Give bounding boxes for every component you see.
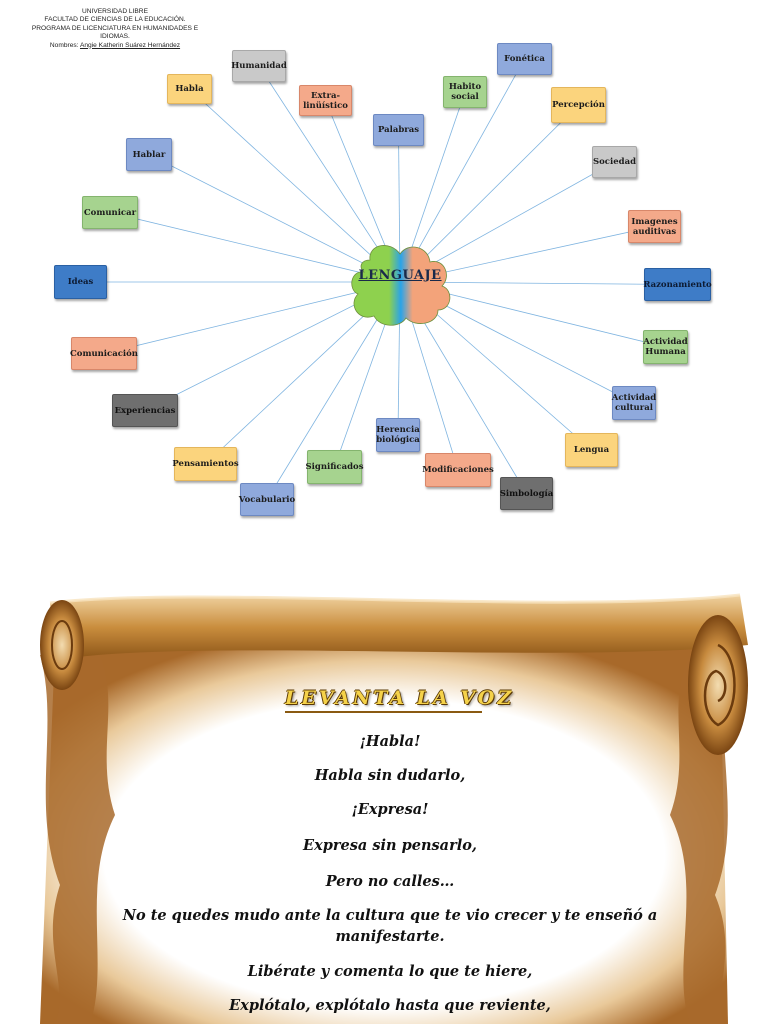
concept-node-label: Habito social [448, 82, 482, 102]
concept-node-humanidad: Humanidad [231, 50, 287, 82]
concept-node-significados: Significados [305, 450, 364, 484]
poem-verse: Explótalo, explótalo hasta que reviente, [229, 997, 551, 1014]
concept-node-comunicacion: Comunicación [70, 337, 138, 370]
parchment-scroll: LEVANTA LA VOZ ¡Habla! Habla sin dudarlo,… [0, 585, 768, 1024]
concept-node-label: Herencia biológica [376, 425, 420, 445]
concept-node-experiencias: Experiencias [112, 394, 178, 427]
connector-hablar [148, 154, 401, 283]
poem-verse: Habla sin dudarlo, [314, 767, 466, 784]
concept-node-label: Experiencias [114, 405, 176, 416]
concept-node-actividad-humana: Actividad Humana [643, 330, 688, 364]
concept-node-label: Significados [305, 462, 364, 472]
concept-node-label: Comunicación [70, 348, 138, 359]
concept-node-sociedad: Sociedad [592, 146, 637, 178]
connector-comunicacion [103, 281, 401, 354]
concept-node-label: Simbología [499, 488, 554, 499]
author-name: Angie Katherin Suárez Hernández [79, 41, 181, 49]
center-cloud [351, 245, 451, 326]
concept-node-extralinguistico: Extra- linüístico [299, 85, 352, 116]
header-line-faculty: FACULTAD DE CIENCIAS DE LA EDUCACIÓN. [44, 16, 186, 24]
header-author: Nombres: Angie Katherin Suárez Hernández [20, 42, 210, 50]
connector-razonamiento [399, 281, 678, 285]
poem-title: LEVANTA LA VOZ [285, 687, 515, 709]
concept-node-pensamientos: Pensamientos [172, 447, 239, 481]
concept-node-comunicar: Comunicar [82, 196, 138, 229]
concept-node-actividad-cultural: Actividad cultural [612, 386, 656, 420]
concept-node-label: Razonamiento [643, 279, 712, 290]
concept-node-ideas: Ideas [54, 265, 107, 299]
concept-node-label: Ideas [67, 277, 94, 287]
concept-node-habla: Habla [167, 74, 212, 104]
concept-node-hablar: Hablar [126, 138, 172, 171]
poem-verse: Libérate y comenta lo que te hiere, [247, 963, 533, 980]
connector-humanidad [258, 65, 401, 283]
concept-node-label: Habla [175, 84, 204, 94]
poem-verse: Pero no calles… [325, 873, 455, 890]
concept-node-label: Imagenes auditivas [631, 216, 678, 237]
connector-habla [189, 88, 401, 283]
concept-node-label: Comunicar [83, 207, 137, 218]
concept-node-habito-social: Habito social [443, 76, 487, 108]
poem-verse: ¡Habla! [359, 733, 421, 750]
concept-node-label: Fonética [504, 54, 545, 64]
concept-node-label: Lengua [573, 445, 610, 455]
poem-verse: Expresa sin pensarlo, [303, 837, 477, 854]
author-prefix: Nombres: [49, 41, 80, 49]
concept-node-label: Modificaciones [422, 465, 494, 475]
concept-node-fonetica: Fonética [497, 43, 552, 75]
connector-percepcion [399, 104, 579, 283]
concept-node-label: Percepción [552, 100, 605, 110]
concept-node-label: Hablar [132, 149, 166, 160]
concept-node-label: Humanidad [231, 61, 287, 71]
header-line-languages: IDIOMAS. [100, 33, 130, 41]
concept-node-label: Vocabulario [238, 494, 296, 505]
concept-node-razonamiento: Razonamiento [643, 268, 712, 301]
header-line-university: UNIVERSIDAD LIBRE [82, 8, 148, 15]
concept-node-imagenes-auditivas: Imagenes auditivas [628, 210, 681, 243]
concept-node-label: Pensamientos [172, 459, 239, 469]
concept-node-label: Actividad Humana [643, 337, 688, 357]
center-concept-label: LENGUAJE [358, 268, 442, 283]
concept-node-simbologia: Simbología [500, 477, 553, 510]
concept-node-lengua: Lengua [565, 433, 618, 467]
concept-node-label: Extra- linüístico [303, 90, 348, 111]
concept-node-percepcion: Percepción [551, 87, 606, 123]
concept-node-label: Sociedad [593, 157, 637, 167]
poem-title-underline [285, 711, 482, 713]
concept-node-label: Actividad cultural [611, 393, 657, 413]
document-header: UNIVERSIDAD LIBRE FACULTAD DE CIENCIAS D… [20, 8, 210, 50]
header-line-program: PROGRAMA DE LICENCIATURA EN HUMANIDADES … [31, 24, 199, 32]
concept-node-modificaciones: Modificaciones [422, 453, 494, 487]
connector-comunicar [109, 212, 401, 283]
concept-node-label: Palabras [377, 125, 420, 135]
concept-node-vocabulario: Vocabulario [238, 483, 296, 516]
poem-verse: No te quedes mudo ante la cultura que te… [122, 907, 658, 945]
poem-verse: ¡Expresa! [351, 801, 429, 818]
scroll-background [40, 593, 748, 1024]
concept-node-herencia-biologica: Herencia biológica [376, 418, 420, 452]
connector-fonetica [399, 58, 525, 283]
concept-node-palabras: Palabras [373, 114, 424, 146]
